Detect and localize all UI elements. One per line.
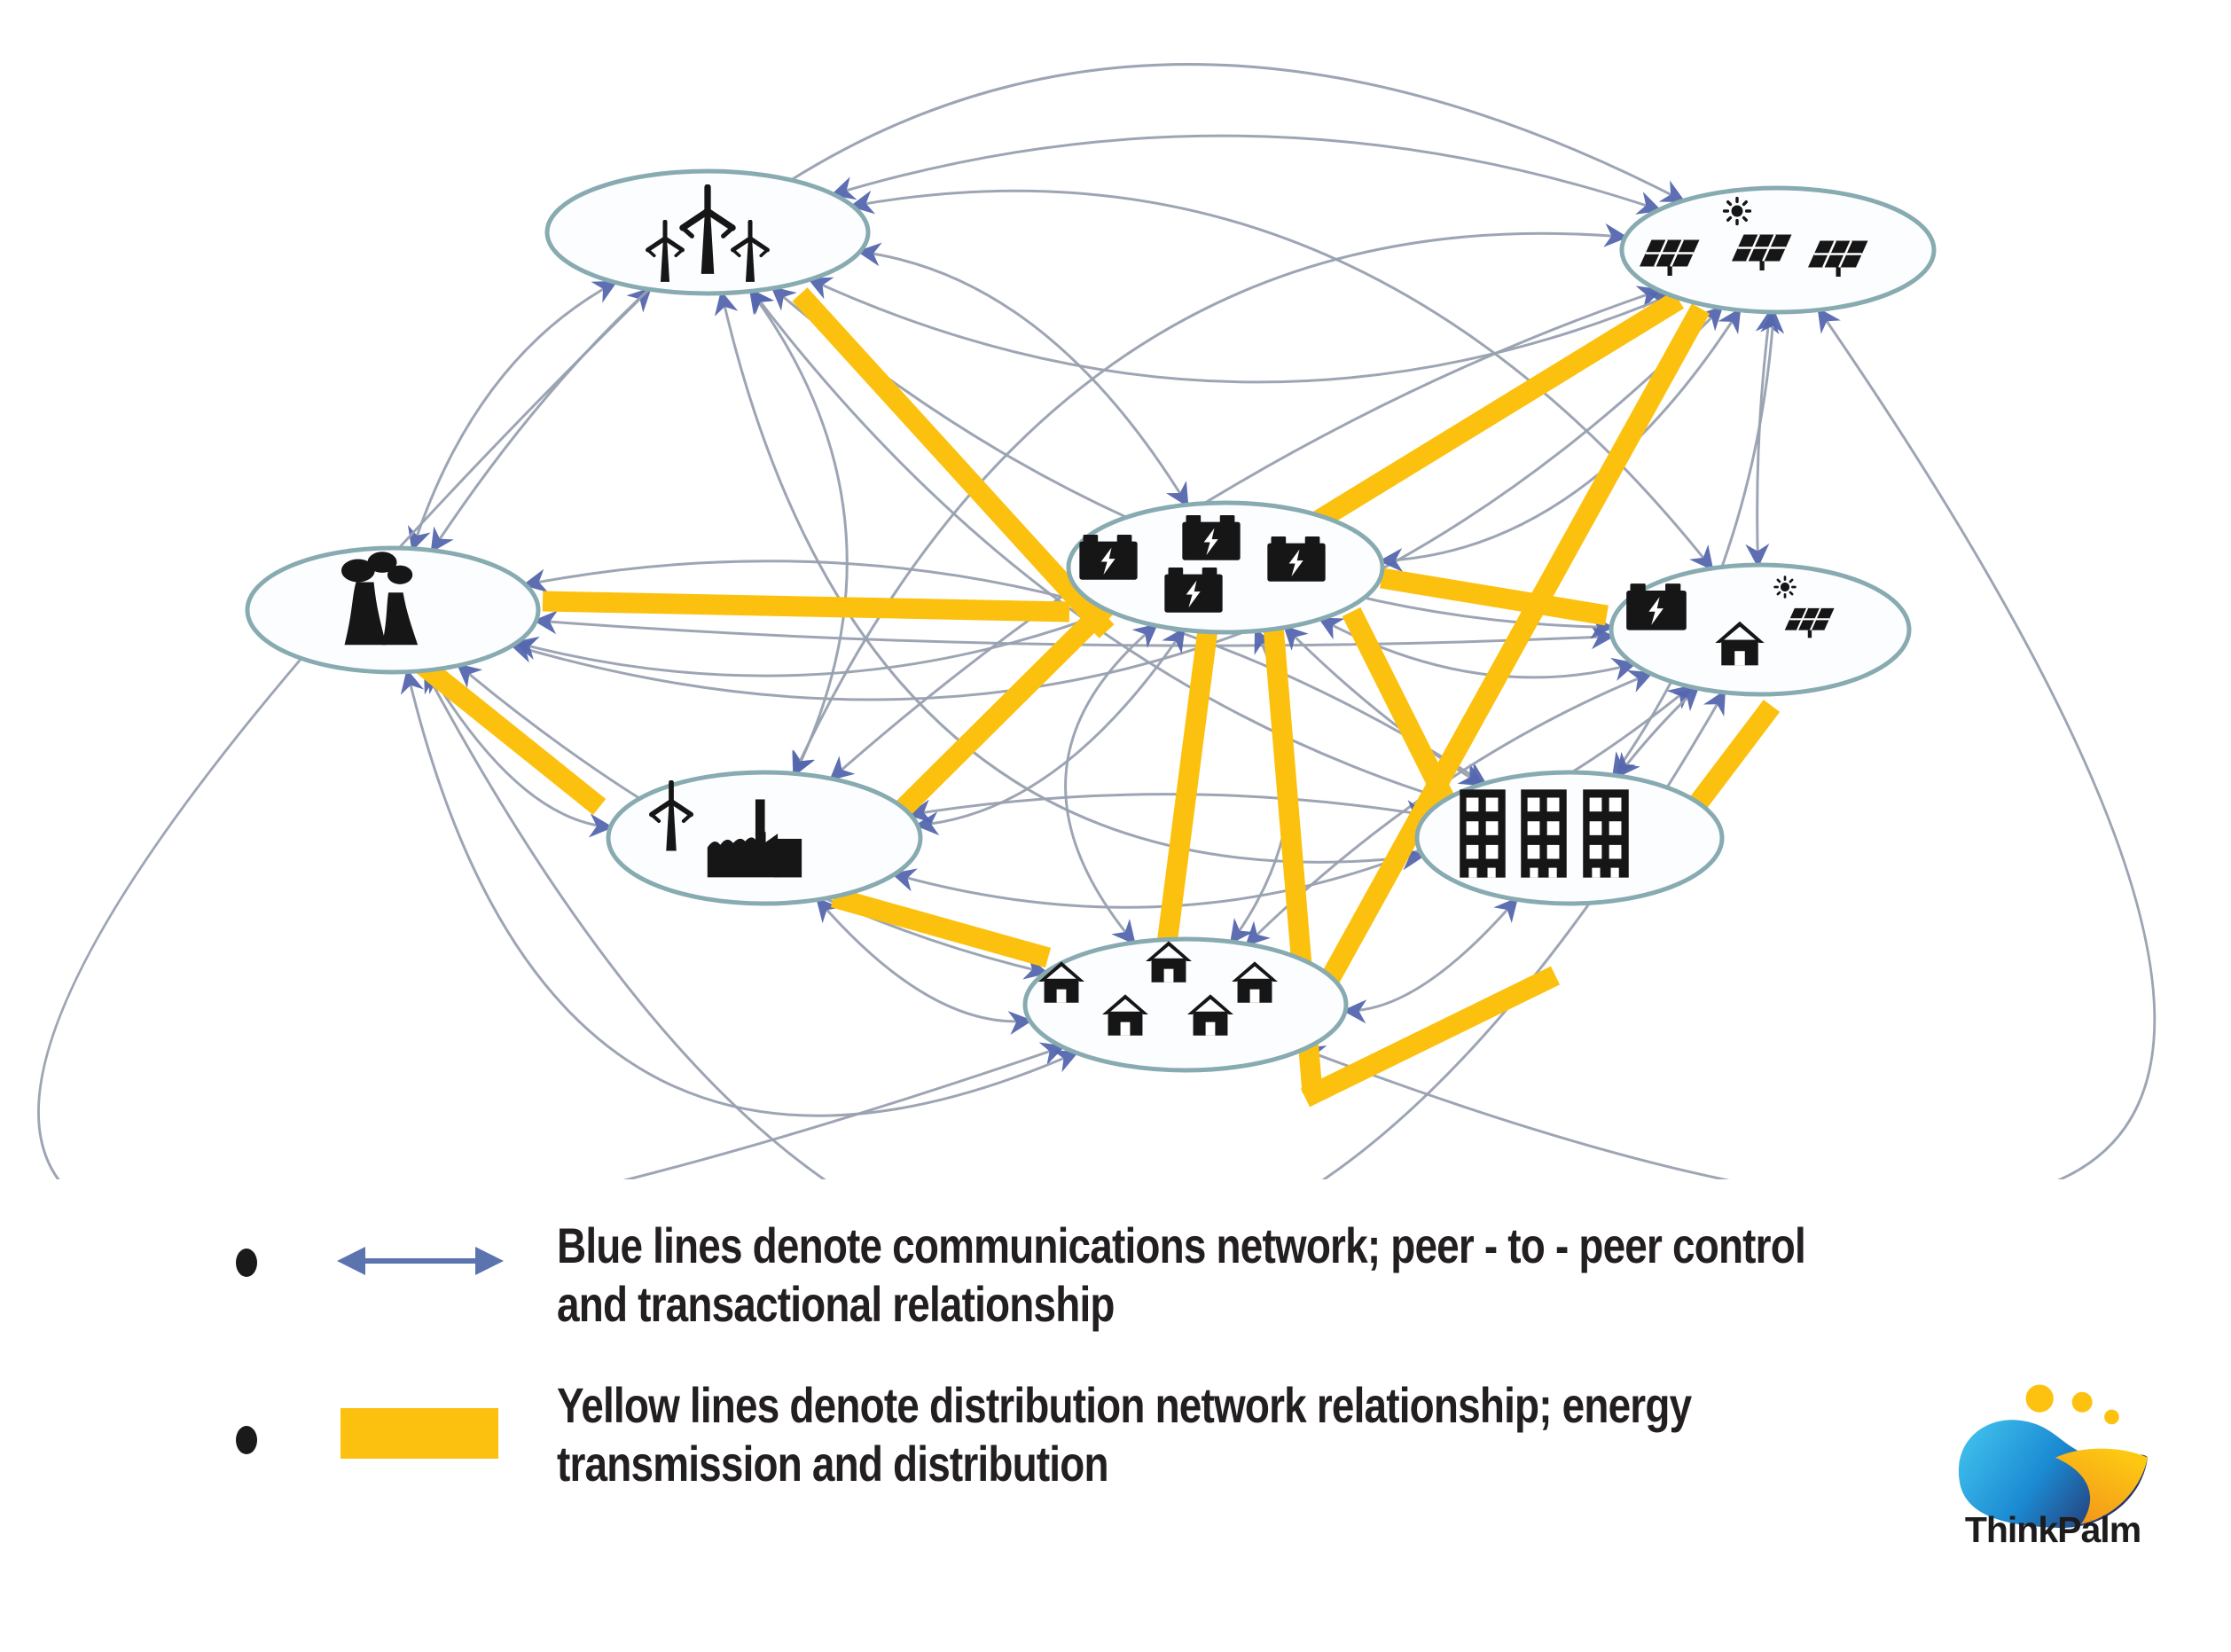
distribution-line-battery-storage--residential-homes [1149, 628, 1218, 1000]
communication-link-power-plant--residential-homes [400, 669, 1079, 1117]
thinkpalm-logo-icon [1958, 1384, 2149, 1529]
legend-text-blue-line1: Blue lines denote communications network… [557, 1217, 1806, 1273]
node-commercial-buildings [1414, 770, 1725, 906]
legend-text-yellow-line2: transmission and distribution [557, 1435, 1109, 1491]
node-wind-farm [544, 168, 871, 296]
communication-link-industrial-site--commercial-buildings [907, 793, 1430, 824]
distribution-line-solar-farm--battery-storage [1290, 291, 1685, 543]
legend-bullet-1 [236, 1249, 257, 1277]
thinkpalm-logo-text: ThinkPalm [1964, 1509, 2141, 1550]
distribution-line-residential-homes--commercial-buildings [1300, 966, 1561, 1108]
node-solar-farm [1619, 185, 1937, 315]
distribution-line-power-plant--industrial-site [413, 655, 607, 815]
communication-link-power-plant--prosumer-home [424, 668, 1726, 1179]
communication-link-wind-farm--residential-homes [36, 286, 1066, 1179]
node-industrial-site [606, 770, 923, 906]
communication-link-commercial-buildings--residential-homes [1342, 896, 1519, 1024]
building-icon [1460, 789, 1506, 878]
legend-text-yellow-line1: Yellow lines denote distribution network… [557, 1377, 1692, 1433]
communication-link-wind-farm--industrial-site [748, 288, 849, 777]
yellow-line-swatch [341, 1408, 498, 1459]
legend-text-blue: Blue lines denote communications network… [557, 1217, 1806, 1333]
blue-double-arrow-icon [337, 1247, 504, 1275]
distribution-line-wind-farm--battery-storage [792, 287, 1115, 638]
communication-link-wind-farm--solar-farm [830, 134, 1663, 215]
communication-link-wind-farm--power-plant [407, 280, 618, 552]
communication-link-wind-farm--solar-farm [807, 277, 1674, 384]
legend-text-yellow: Yellow lines denote distribution network… [557, 1376, 1692, 1492]
distribution-line-industrial-site--residential-homes [830, 887, 1052, 968]
node-prosumer-home [1609, 562, 1912, 697]
node-battery-storage [1066, 500, 1385, 635]
legend-text-blue-line2: and transactional relationship [557, 1275, 1115, 1332]
node-residential-homes [1022, 936, 1349, 1073]
building-icon [1583, 789, 1629, 878]
building-icon [1521, 789, 1567, 878]
sun-icon [1722, 196, 1752, 226]
communication-link-wind-farm--battery-storage [857, 242, 1189, 508]
communication-link-solar-farm--residential-homes [1300, 307, 2157, 1179]
legend-bullet-2 [236, 1426, 257, 1454]
distribution-line-solar-farm--residential-homes [1313, 303, 1710, 997]
sun-icon [1773, 575, 1797, 599]
network-diagram [36, 63, 2157, 1179]
communication-link-solar-farm--power-plant [430, 63, 1686, 553]
node-power-plant [245, 545, 541, 675]
communication-link-solar-farm--prosumer-home [1745, 309, 1780, 568]
distribution-line-industrial-site--battery-storage [859, 597, 1116, 852]
distribution-line-battery-storage--prosumer-home [1380, 568, 1609, 626]
communication-link-solar-farm--commercial-buildings [1611, 309, 1785, 778]
distribution-line-power-plant--battery-storage [542, 591, 1070, 622]
communication-link-battery-storage--residential-homes [1064, 623, 1158, 945]
